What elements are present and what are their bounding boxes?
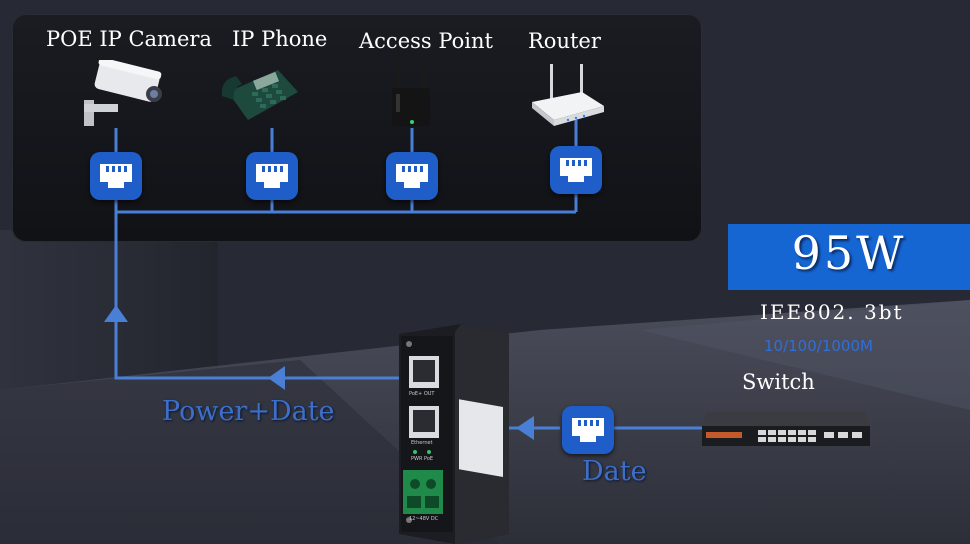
port-out-label: PoE+ OUT (409, 391, 435, 397)
data-input-label: Date (582, 456, 647, 487)
router-icon (532, 64, 604, 126)
switch-label: Switch (742, 370, 815, 394)
wattage-value: 95W (791, 226, 907, 280)
network-switch-icon (702, 412, 870, 446)
wattage-banner (728, 224, 970, 290)
device-label-access-point: Access Point (359, 29, 493, 53)
dc-input-label: 12~48V DC (409, 516, 439, 522)
rj45-port-icon (562, 406, 614, 454)
security-camera-icon (84, 60, 162, 126)
port-in-label: Ethernet (411, 440, 433, 446)
led-label: PWR PoE (411, 456, 434, 462)
device-label-router: Router (528, 29, 601, 53)
poe-standard: IEE802. 3bt (760, 300, 904, 324)
rj45-port-icon (550, 146, 602, 194)
ethernet-speed: 10/100/1000M (764, 337, 873, 355)
rj45-port-icon (386, 152, 438, 200)
rj45-port-icon (246, 152, 298, 200)
device-label-ip-phone: IP Phone (232, 27, 328, 51)
device-label-ip-camera: POE IP Camera (46, 27, 212, 51)
network-devices-panel (12, 14, 702, 242)
power-data-label: Power+Date (162, 396, 335, 427)
wireless-access-point-icon (392, 58, 430, 126)
poe-injector-device (399, 324, 509, 544)
rj45-port-icon (90, 152, 142, 200)
desk-phone-icon (221, 70, 298, 120)
